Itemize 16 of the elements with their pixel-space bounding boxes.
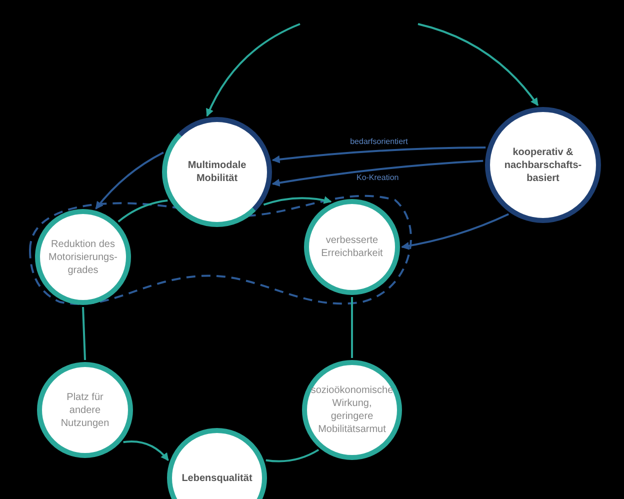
node-text: Platz für andere Nutzungen xyxy=(60,390,110,430)
arrow xyxy=(123,440,169,461)
arrow xyxy=(95,152,164,210)
node-text: sozioökonomische Wirkung, geringere Mobilitätsarmut xyxy=(310,384,394,436)
node-text: Reduktion des Motorisierungs-grades xyxy=(48,238,118,276)
arrow xyxy=(401,213,509,250)
node-text: verbesserte Erreichbarkeit xyxy=(320,234,384,260)
node-text: Lebensqualität xyxy=(180,472,254,484)
edge-label: Ko-Kreation xyxy=(354,173,401,184)
arrow xyxy=(272,160,484,187)
node-text: Multimodale Mobilität xyxy=(186,159,248,185)
arrow xyxy=(418,23,539,106)
node-text: kooperativ & nachbarschafts-basiert xyxy=(503,146,583,184)
arrow xyxy=(272,146,486,164)
edge-label: bedarfsorientiert xyxy=(348,136,410,147)
arrow xyxy=(206,23,300,117)
